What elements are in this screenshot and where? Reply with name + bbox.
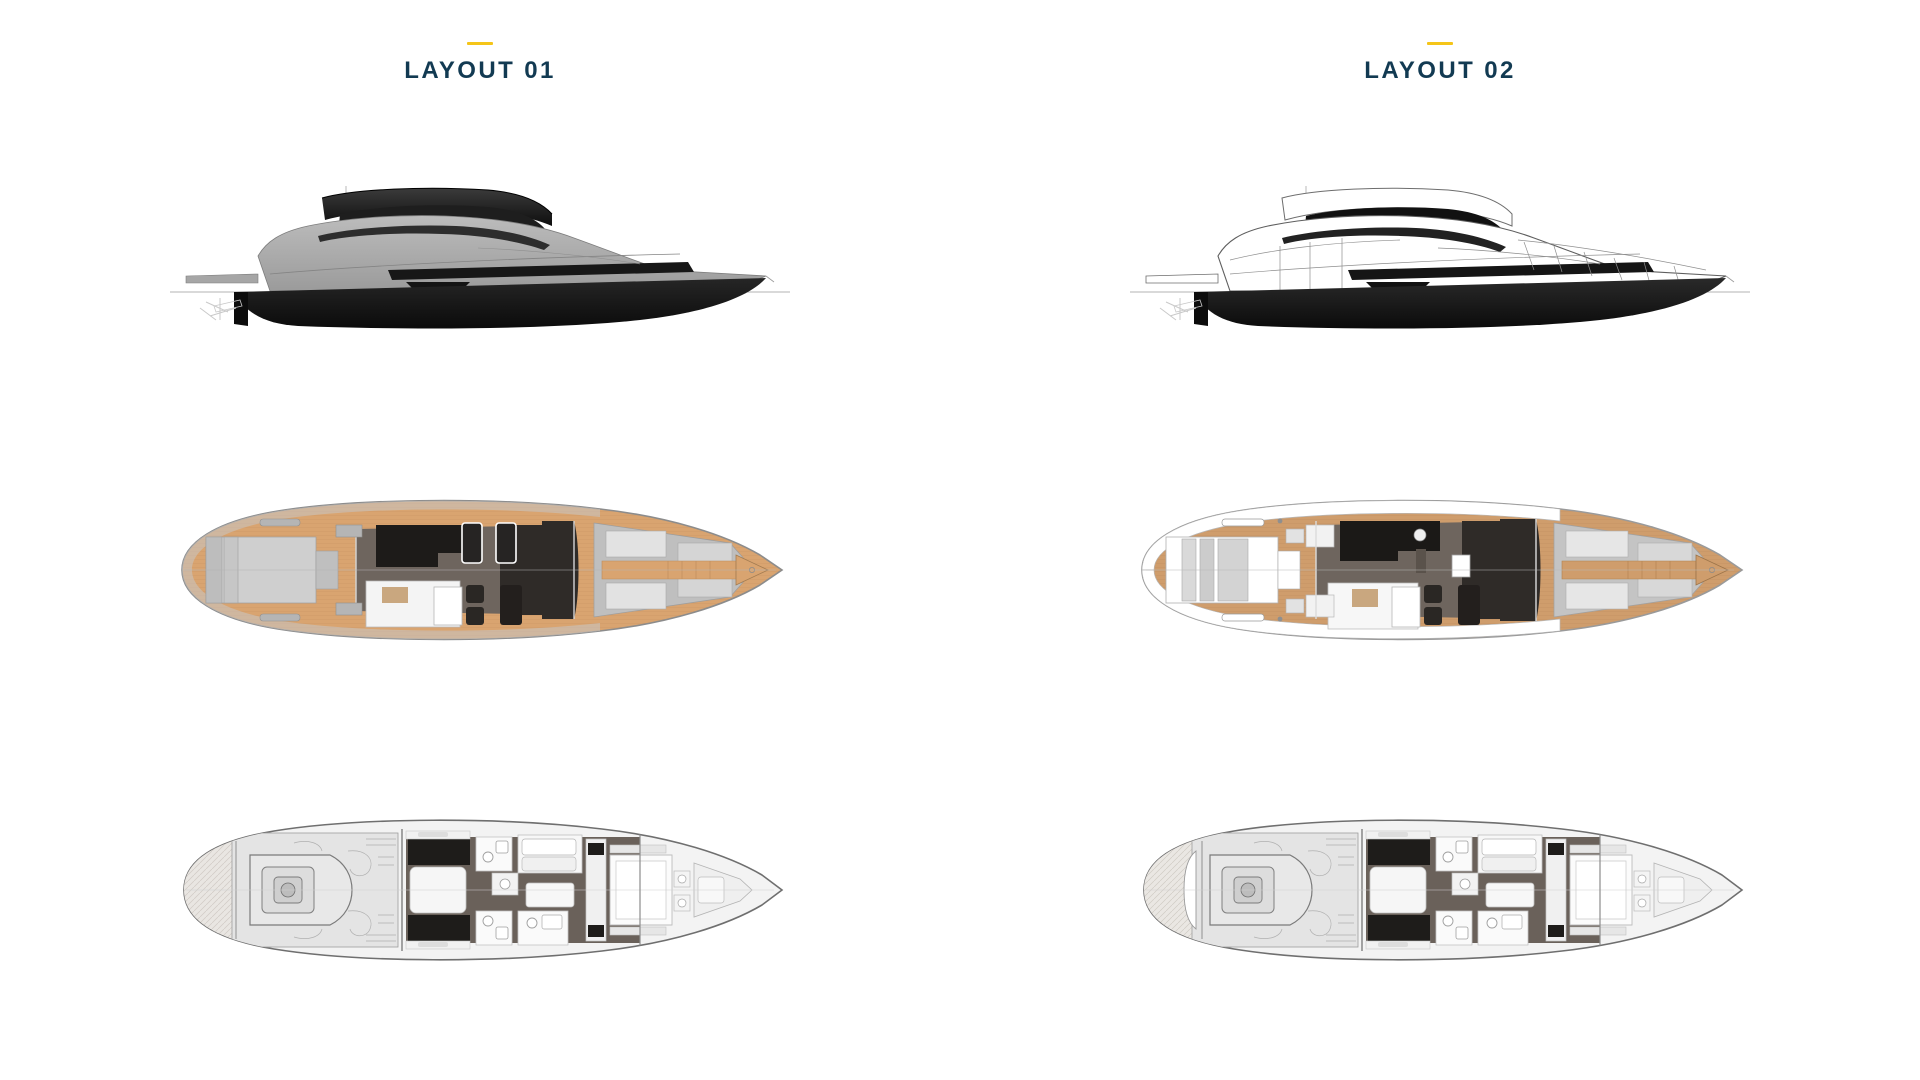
accent-rule-icon	[467, 42, 493, 45]
layout-02-main-deck-plan	[1130, 495, 1750, 645]
layout-01-heading: LAYOUT 01	[0, 42, 960, 83]
page-title: LAYOUT 02	[1364, 57, 1516, 84]
layout-column-02: LAYOUT 02	[960, 0, 1920, 1080]
layout-01-lower-deck-plan	[170, 815, 790, 965]
layout-column-01: LAYOUT 01	[0, 42, 960, 965]
layout-01-main-deck-plan	[170, 495, 790, 645]
accent-rule-icon	[1427, 42, 1453, 45]
layout-02-heading: LAYOUT 02	[960, 42, 1920, 83]
layout-02-profile-view	[1130, 150, 1750, 335]
layout-02-lower-deck-plan	[1130, 815, 1750, 965]
page-title: LAYOUT 01	[404, 57, 556, 84]
layout-01-profile-view	[170, 150, 790, 335]
